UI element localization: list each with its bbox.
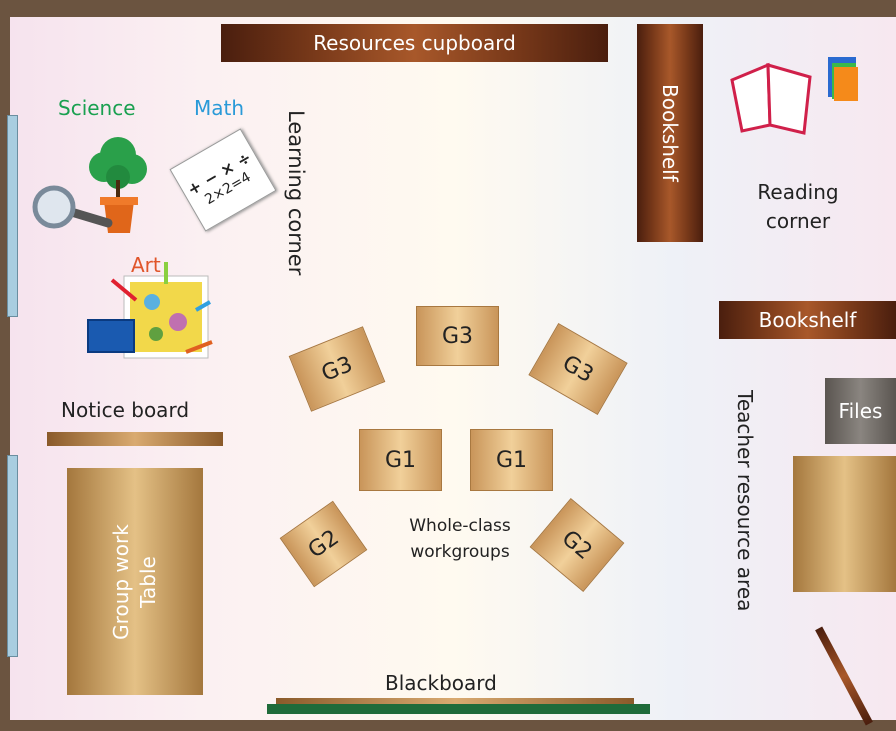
files-label: Files [838, 399, 883, 423]
reading-corner-label: Reading corner [757, 180, 839, 233]
open-book-icon [730, 57, 858, 135]
blackboard [267, 704, 650, 714]
learning-corner-label: Learning corner [284, 110, 308, 276]
notice-board-label: Notice board [61, 398, 190, 422]
desk-g1-left: G1 [359, 429, 442, 491]
bookshelf-right-label: Bookshelf [758, 308, 857, 332]
teacher-resource-area-label: Teacher resource area [733, 390, 757, 612]
group-work-table: Group work Table [67, 468, 203, 695]
notice-board [47, 432, 223, 446]
bookshelf-right: Bookshelf [719, 301, 896, 339]
science-label: Science [58, 96, 136, 120]
math-label: Math [194, 96, 245, 120]
resources-cupboard: Resources cupboard [221, 24, 608, 62]
plant-magnifier-icon [32, 137, 147, 233]
desk-g1-right: G1 [470, 429, 553, 491]
resources-cupboard-label: Resources cupboard [313, 31, 516, 55]
files-cabinet: Files [825, 378, 896, 444]
art-supplies-icon [87, 262, 213, 359]
whole-class-label: Whole-class workgroups [409, 516, 511, 562]
blackboard-ledge [276, 698, 634, 704]
window-lower [7, 455, 18, 657]
window-upper [7, 115, 18, 317]
desk-g3-middle: G3 [416, 306, 499, 366]
art-label: Art [131, 253, 161, 277]
bookshelf-vertical-label: Bookshelf [658, 84, 682, 182]
teacher-table [793, 456, 896, 592]
bookshelf-vertical: Bookshelf [637, 24, 703, 242]
blackboard-label: Blackboard [385, 671, 497, 695]
